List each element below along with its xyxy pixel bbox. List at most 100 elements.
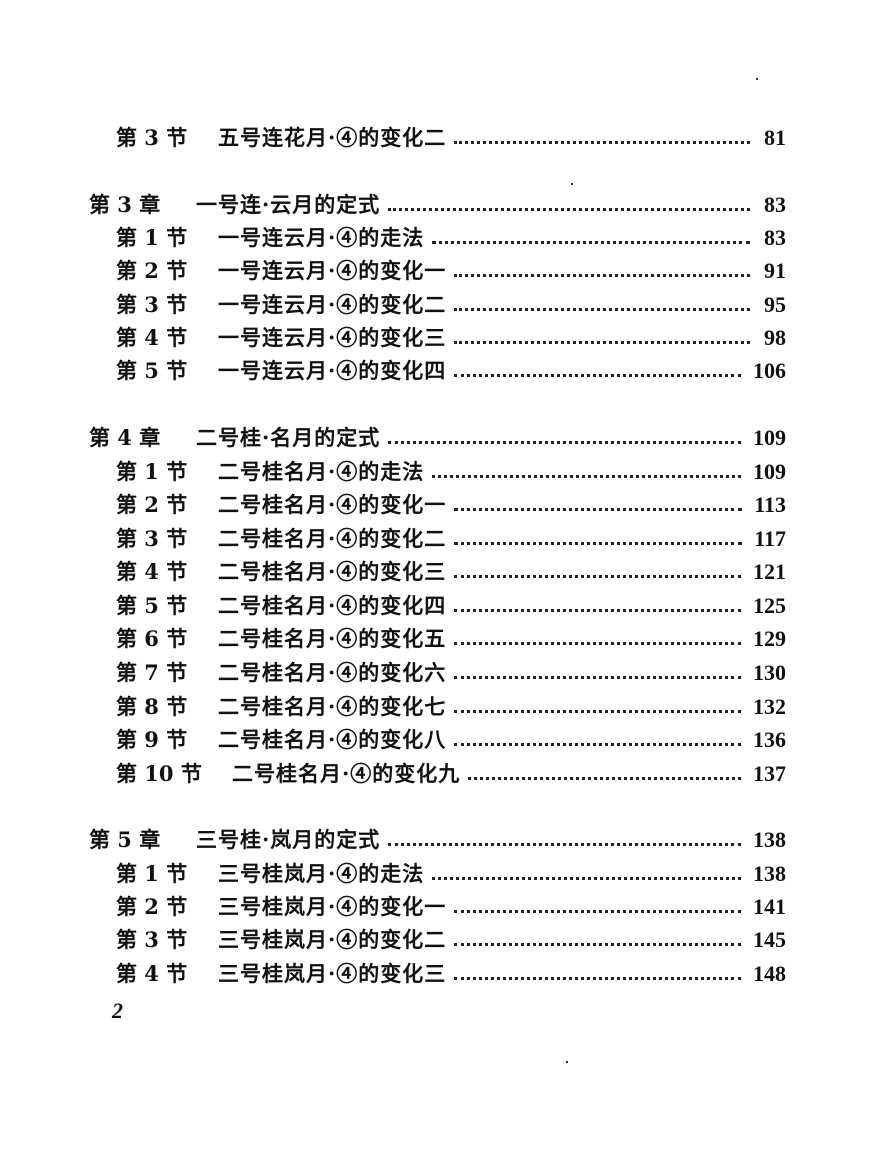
dot-leader	[454, 977, 741, 980]
toc-section-entry: 第 2 节 二号桂名月·④的变化一 113	[116, 487, 786, 517]
page-number: 145	[753, 927, 786, 952]
section-number: 第 4 节	[116, 961, 188, 986]
section-title: 二号桂名月·④的走法	[218, 459, 425, 484]
section-title: 三号桂岚月·④的变化一	[218, 894, 447, 919]
section-title: 三号桂岚月·④的走法	[218, 861, 425, 886]
page-number: 106	[753, 358, 786, 383]
toc-section-entry: 第 2 节 三号桂岚月·④的变化一 141	[116, 889, 786, 919]
section-number: 第 8 节	[116, 694, 188, 719]
dot-leader	[388, 843, 741, 846]
page-number: 125	[753, 593, 786, 618]
section-title: 二号桂名月·④的变化七	[218, 694, 447, 719]
dot-leader	[454, 341, 750, 344]
dot-leader	[432, 475, 741, 478]
dot-leader	[454, 141, 750, 144]
toc-section-entry: 第 1 节 一号连云月·④的走法 83	[116, 220, 786, 250]
toc-section-entry: 第 4 节 一号连云月·④的变化三 98	[116, 320, 786, 350]
section-number: 第 3 节	[116, 292, 188, 317]
section-title: 二号桂名月·④的变化八	[218, 727, 447, 752]
page-number: 136	[753, 727, 786, 752]
dot-leader	[454, 943, 741, 946]
section-title: 五号连花月·④的变化二	[218, 125, 447, 150]
dot-leader	[454, 609, 741, 612]
section-number: 第 4 节	[116, 559, 188, 584]
toc-section-entry: 第 5 节 二号桂名月·④的变化四 125	[116, 588, 786, 618]
page-number: 121	[753, 559, 786, 584]
section-title: 三号桂岚月·④的变化三	[218, 961, 447, 986]
dot-leader	[454, 374, 741, 377]
chapter-title: 二号桂·名月的定式	[196, 425, 381, 450]
section-title: 一号连云月·④的变化一	[218, 258, 447, 283]
dot-leader	[454, 575, 741, 578]
page-number: 98	[764, 325, 786, 350]
section-title: 二号桂名月·④的变化三	[218, 559, 447, 584]
chapter-title: 三号桂·岚月的定式	[196, 827, 381, 852]
scan-speck	[571, 183, 573, 185]
page-number: 113	[754, 492, 786, 517]
section-number: 第 3 节	[116, 927, 188, 952]
toc-section-entry: 第 7 节 二号桂名月·④的变化六 130	[116, 655, 786, 685]
toc-section-entry: 第 3 节 一号连云月·④的变化二 95	[116, 287, 786, 317]
page-number: 83	[764, 192, 786, 217]
dot-leader	[454, 542, 743, 545]
page-number: 109	[753, 459, 786, 484]
section-title: 二号桂名月·④的变化五	[218, 626, 447, 651]
toc-section-entry: 第 9 节 二号桂名月·④的变化八 136	[116, 722, 786, 752]
page-number: 91	[764, 258, 786, 283]
page-number: 129	[753, 626, 786, 651]
page-number: 132	[753, 694, 786, 719]
chapter-number: 第 4 章	[89, 425, 161, 450]
dot-leader	[454, 676, 741, 679]
section-number: 第 5 节	[116, 593, 188, 618]
page-number: 117	[754, 526, 786, 551]
chapter-number: 第 5 章	[89, 827, 161, 852]
toc-section-entry: 第 3 节 五号连花月·④的变化二 81	[116, 120, 786, 150]
toc-section-entry: 第 6 节 二号桂名月·④的变化五 129	[116, 621, 786, 651]
section-number: 第 3 节	[116, 526, 188, 551]
section-number: 第 7 节	[116, 660, 188, 685]
dot-leader	[454, 910, 741, 913]
section-number: 第 9 节	[116, 727, 188, 752]
section-title: 二号桂名月·④的变化二	[218, 526, 447, 551]
section-title: 三号桂岚月·④的变化二	[218, 927, 447, 952]
section-number: 第 1 节	[116, 861, 188, 886]
section-title: 一号连云月·④的变化四	[218, 358, 447, 383]
section-title: 二号桂名月·④的变化四	[218, 593, 447, 618]
scan-speck	[756, 78, 758, 80]
scan-speck	[566, 1061, 568, 1063]
section-number: 第 1 节	[116, 225, 188, 250]
toc-section-entry: 第 1 节 二号桂名月·④的走法 109	[116, 454, 786, 484]
toc-section-entry: 第 5 节 一号连云月·④的变化四 106	[116, 353, 786, 383]
section-number: 第 4 节	[116, 325, 188, 350]
page-number: 137	[753, 761, 786, 786]
page-number: 138	[753, 827, 786, 852]
dot-leader	[454, 274, 750, 277]
section-title: 一号连云月·④的变化三	[218, 325, 447, 350]
dot-leader	[432, 877, 741, 880]
toc-section-entry: 第 10 节 二号桂名月·④的变化九 137	[116, 756, 786, 786]
page-number: 148	[753, 961, 786, 986]
page-number: 130	[753, 660, 786, 685]
section-title: 一号连云月·④的变化二	[218, 292, 447, 317]
section-title: 二号桂名月·④的变化六	[218, 660, 447, 685]
toc-section-entry: 第 4 节 二号桂名月·④的变化三 121	[116, 554, 786, 584]
dot-leader	[454, 308, 750, 311]
section-number: 第 1 节	[116, 459, 188, 484]
chapter-number: 第 3 章	[89, 192, 161, 217]
page-number: 95	[764, 292, 786, 317]
chapter-title: 一号连·云月的定式	[196, 192, 381, 217]
section-number: 第 2 节	[116, 894, 188, 919]
section-number: 第 2 节	[116, 258, 188, 283]
toc-section-entry: 第 3 节 二号桂名月·④的变化二 117	[116, 521, 786, 551]
dot-leader	[388, 441, 741, 444]
page-number: 83	[764, 225, 786, 250]
dot-leader	[454, 743, 741, 746]
section-title: 一号连云月·④的走法	[218, 225, 425, 250]
dot-leader	[454, 508, 743, 511]
toc-chapter-entry: 第 4 章 二号桂·名月的定式 109	[89, 420, 786, 450]
page-number: 109	[753, 425, 786, 450]
section-number: 第 10 节	[116, 761, 202, 786]
section-number: 第 5 节	[116, 358, 188, 383]
section-title: 二号桂名月·④的变化一	[218, 492, 447, 517]
page-folio-number: 2	[112, 998, 123, 1023]
